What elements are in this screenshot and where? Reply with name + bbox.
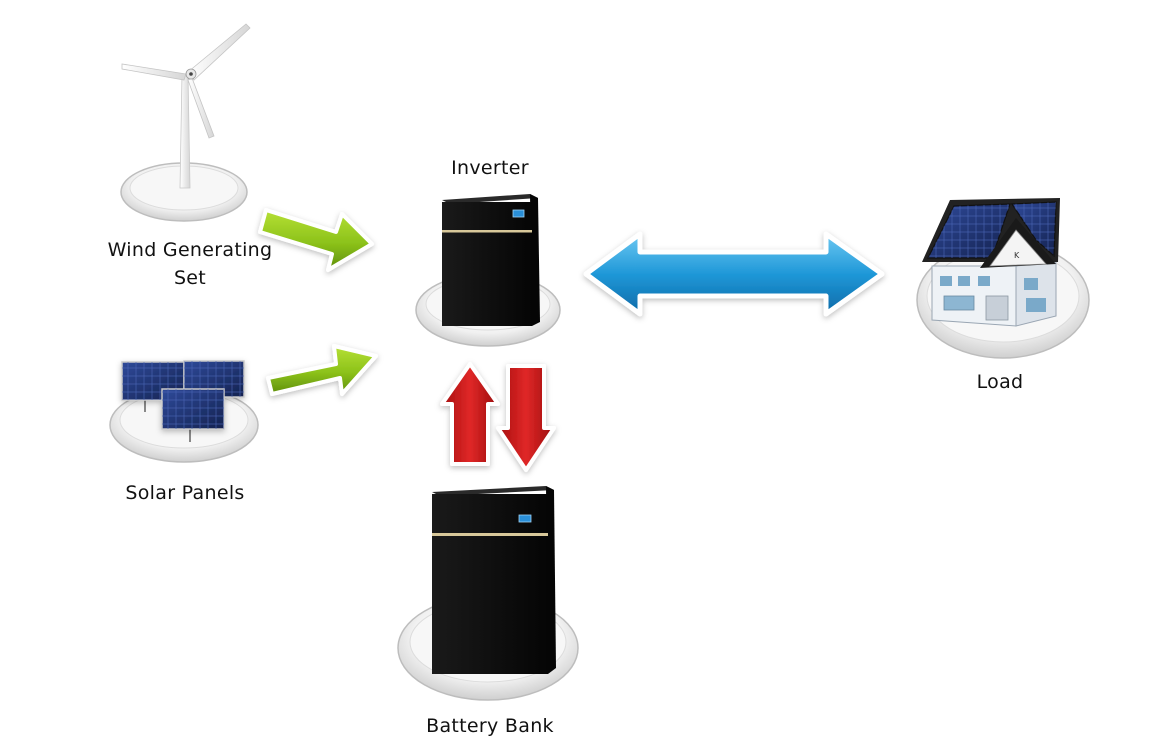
wind-label-line1: Wind Generating [107, 239, 273, 261]
svg-text:K: K [1014, 251, 1020, 260]
inverter-to-battery-arrow-icon [496, 364, 556, 472]
wind-to-inverter-arrow-icon [258, 208, 374, 272]
house-icon: K [916, 198, 1090, 359]
battery-bank-label: Battery Bank [426, 715, 554, 737]
solar-to-inverter-arrow-icon [266, 344, 378, 396]
solar-panels-label: Solar Panels [125, 482, 245, 504]
inverter-cabinet-icon [415, 194, 561, 347]
solar-panel-icon [109, 360, 259, 463]
load-label: Load [976, 371, 1024, 393]
inverter-load-double-arrow-icon [583, 231, 885, 317]
wind-turbine-icon [120, 23, 251, 222]
inverter-label: Inverter [451, 157, 529, 179]
battery-cabinet-icon [397, 486, 579, 701]
wind-generating-set-label: Wind Generating Set [60, 236, 320, 292]
wind-label-line2: Set [173, 267, 207, 289]
battery-to-inverter-arrow-icon [440, 362, 500, 466]
